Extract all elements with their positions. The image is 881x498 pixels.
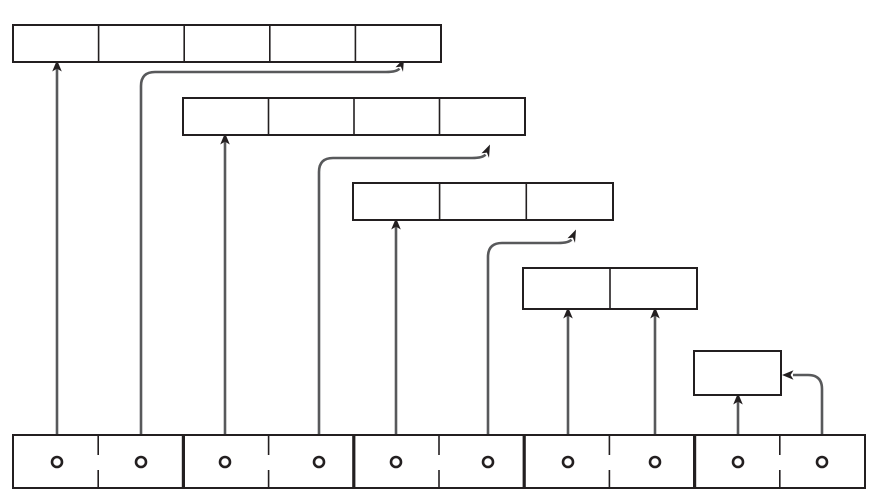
node-box[interactable] xyxy=(12,24,442,63)
leaf-anchor-ring[interactable] xyxy=(50,455,64,469)
connector-leaf-10-to-level-5 xyxy=(782,370,824,462)
leaf-anchor-ring[interactable] xyxy=(218,455,232,469)
leaf-row[interactable] xyxy=(12,434,866,489)
connector-group xyxy=(52,58,824,462)
arrow-head-icon xyxy=(567,229,576,243)
level-5-row[interactable] xyxy=(693,350,782,396)
arrow-head-icon xyxy=(52,60,62,72)
node-box[interactable] xyxy=(693,350,782,396)
level-3-row[interactable] xyxy=(352,182,614,221)
arrow-head-icon xyxy=(733,393,743,405)
connector-path xyxy=(317,153,487,462)
arrow-head-icon xyxy=(782,370,794,380)
arrow-head-icon xyxy=(650,307,660,319)
leaf-anchor-ring[interactable] xyxy=(134,455,148,469)
connector-leaf-5-to-level-3 xyxy=(391,218,401,462)
arrow-head-icon xyxy=(563,307,573,319)
node-box[interactable] xyxy=(352,182,614,221)
connector-path xyxy=(139,67,401,462)
leaf-anchor-ring[interactable] xyxy=(731,455,745,469)
leaf-anchor-ring[interactable] xyxy=(561,455,575,469)
arrow-head-icon xyxy=(220,133,230,145)
leaf-anchor-ring[interactable] xyxy=(648,455,662,469)
level-4-row[interactable] xyxy=(522,267,698,310)
arrow-head-icon xyxy=(391,218,401,230)
connector-path xyxy=(486,238,573,462)
connector-leaf-3-to-level-2 xyxy=(220,133,230,462)
connector-leaf-4-to-level-2 xyxy=(317,144,490,462)
arrow-head-icon xyxy=(481,144,490,158)
leaf-anchor-ring[interactable] xyxy=(481,455,495,469)
leaf-anchor-ring[interactable] xyxy=(389,455,403,469)
level-1-top-row[interactable] xyxy=(12,24,442,63)
level-2-row[interactable] xyxy=(182,97,526,136)
connector-leaf-1-to-level-1 xyxy=(52,60,62,462)
leaf-anchor-ring[interactable] xyxy=(312,455,326,469)
connector-leaf-6-to-level-3 xyxy=(486,229,576,462)
leaf-anchor-ring[interactable] xyxy=(815,455,829,469)
connector-path xyxy=(793,373,824,462)
